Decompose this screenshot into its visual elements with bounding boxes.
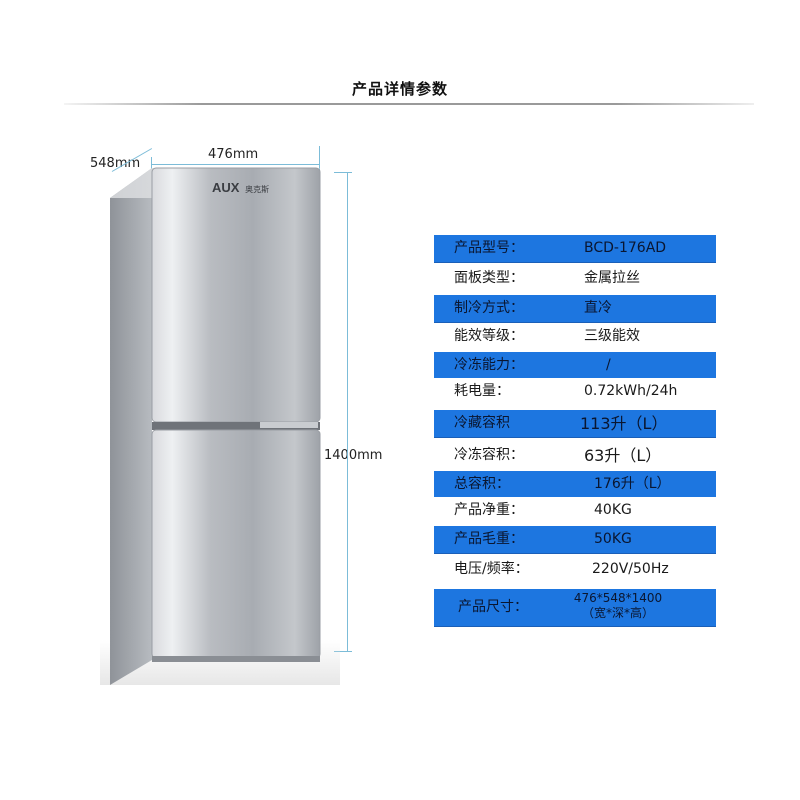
spec-value: 0.72kWh/24h xyxy=(584,383,678,399)
spec-value: 三级能效 xyxy=(584,328,640,344)
spec-label: 产品尺寸： xyxy=(458,599,528,615)
spec-value: 113升（L） xyxy=(580,414,668,433)
spec-label: 耗电量： xyxy=(454,383,510,399)
spec-row-total-volume: 总容积： 176升（L） xyxy=(434,471,716,498)
spec-row-energy-class: 能效等级： 三级能效 xyxy=(434,323,716,350)
spec-label: 产品型号： xyxy=(454,240,524,256)
spec-row-panel-type: 面板类型： 金属拉丝 xyxy=(434,265,716,292)
spec-label: 产品毛重： xyxy=(454,531,524,547)
spec-label: 冷藏容积 xyxy=(454,415,510,431)
spec-label: 冷冻容积： xyxy=(454,447,524,463)
width-dimension-tick-right xyxy=(319,146,320,172)
spec-value: 220V/50Hz xyxy=(592,561,669,577)
spec-label: 面板类型： xyxy=(454,270,524,286)
height-dimension-tick-bottom xyxy=(334,651,352,652)
spec-value: 40KG xyxy=(594,502,632,518)
spec-row-voltage-frequency: 电压/频率： 220V/50Hz xyxy=(434,556,716,583)
spec-label: 产品净重： xyxy=(454,502,524,518)
spec-label: 能效等级： xyxy=(454,328,524,344)
spec-value: 63升（L） xyxy=(584,446,662,465)
spec-value: / xyxy=(606,357,611,373)
spec-label: 制冷方式： xyxy=(454,300,524,316)
spec-value: 金属拉丝 xyxy=(584,270,640,286)
spec-value: 50KG xyxy=(594,531,632,547)
spec-row-gross-weight: 产品毛重： 50KG xyxy=(434,526,716,553)
width-dimension-tick-left xyxy=(151,157,152,171)
spec-label: 总容积： xyxy=(454,476,510,492)
spec-row-power-consumption: 耗电量： 0.72kWh/24h xyxy=(434,378,716,405)
height-dimension-label: 1400mm xyxy=(324,448,383,463)
spec-row-net-weight: 产品净重： 40KG xyxy=(434,497,716,524)
spec-label: 冷冻能力： xyxy=(454,357,524,373)
spec-label: 电压/频率： xyxy=(454,561,529,577)
brand-name-cn: 奥克斯 xyxy=(245,185,270,194)
spec-value: BCD-176AD xyxy=(584,240,667,256)
spec-row-dimensions: 产品尺寸： 476*548*1400 （宽*深*高） xyxy=(434,589,716,626)
spec-row-freezing-capacity: 冷冻能力： / xyxy=(434,352,716,379)
spec-value: 直冷 xyxy=(584,300,612,316)
spec-row-freezer-volume: 冷冻容积： 63升（L） xyxy=(434,442,716,469)
refrigerator-image xyxy=(110,167,321,685)
height-dimension-tick-top xyxy=(334,172,352,173)
depth-dimension-label: 548mm xyxy=(90,156,141,171)
spec-row-cooling-method: 制冷方式： 直冷 xyxy=(434,295,716,322)
height-dimension-line xyxy=(347,172,348,652)
spec-value: 476*548*1400 （宽*深*高） xyxy=(568,591,668,621)
spec-row-model: 产品型号： BCD-176AD xyxy=(434,235,716,262)
width-dimension-line xyxy=(151,164,319,165)
spec-value-line2: （宽*深*高） xyxy=(581,606,654,620)
width-dimension-label: 476mm xyxy=(208,147,259,162)
spec-value: 176升（L） xyxy=(594,476,671,492)
title-divider xyxy=(64,103,754,105)
brand-name: AUX xyxy=(212,180,240,195)
spec-row-fridge-volume: 冷藏容积 113升（L） xyxy=(434,410,716,437)
spec-value-line1: 476*548*1400 xyxy=(573,591,663,605)
brand-logo: AUX 奥克斯 xyxy=(212,180,269,195)
page-title: 产品详情参数 xyxy=(351,80,448,98)
